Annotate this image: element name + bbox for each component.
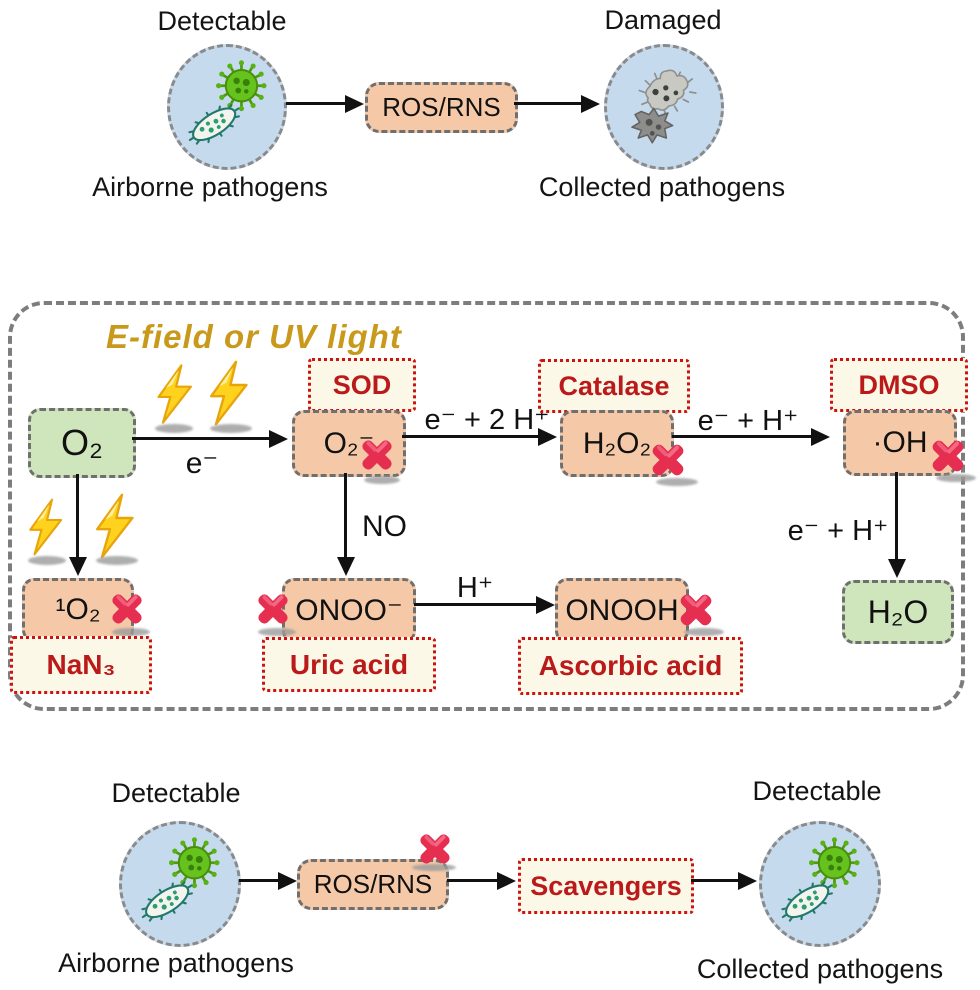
h-label: H⁺ bbox=[456, 572, 494, 604]
catalase-box: Catalase bbox=[538, 359, 690, 413]
airborne-pathogens-circle-bottom bbox=[119, 821, 241, 947]
arrow-onoo-onooh bbox=[414, 603, 536, 606]
arrow-o2-superoxide bbox=[132, 437, 269, 440]
peroxynitrous-acid-node: ONOOH bbox=[555, 578, 689, 643]
collected-pathogens-circle-top bbox=[604, 44, 724, 170]
bottom-left-title: Detectable bbox=[111, 778, 241, 808]
no-label: NO bbox=[362, 510, 407, 543]
e-h-label-2: e⁻ + H⁺ bbox=[787, 515, 889, 547]
cross-mark-icon bbox=[416, 830, 454, 868]
arrow-bottom-3 bbox=[691, 879, 738, 882]
peroxynitrite-node: ONOO⁻ bbox=[282, 578, 416, 643]
damaged-pathogens-icon bbox=[621, 61, 707, 151]
lightning-icon bbox=[90, 492, 138, 560]
ros-rns-box-bottom: ROS/RNS bbox=[297, 859, 449, 910]
arrow-superoxide-onoo bbox=[344, 473, 347, 557]
water-node: H₂O bbox=[842, 580, 954, 644]
e-2h-label: e⁻ + 2 H⁺ bbox=[424, 404, 550, 436]
airborne-pathogens-circle-top bbox=[167, 44, 287, 170]
x-shadow bbox=[936, 474, 976, 482]
nan3-box: NaN₃ bbox=[10, 636, 152, 694]
dmso-box: DMSO bbox=[830, 358, 968, 412]
cross-mark-icon bbox=[108, 590, 146, 628]
top-left-title: Detectable bbox=[157, 6, 287, 36]
arrow-bottom-2 bbox=[447, 879, 497, 882]
collected-pathogens-circle-bottom bbox=[759, 821, 881, 947]
x-shadow bbox=[684, 628, 724, 636]
bolt-shadow bbox=[155, 424, 193, 433]
pathway-panel bbox=[8, 301, 965, 711]
arrow-superoxide-h2o2 bbox=[402, 435, 538, 438]
cross-mark-icon bbox=[254, 590, 292, 628]
healthy-pathogens-icon bbox=[775, 834, 865, 930]
ascorbic-acid-box: Ascorbic acid bbox=[518, 637, 743, 695]
bolt-shadow bbox=[28, 556, 66, 565]
lightning-icon bbox=[152, 362, 196, 426]
cross-mark-icon bbox=[676, 590, 716, 630]
pathway-title: E-field or UV light bbox=[106, 318, 402, 355]
arrow-top-2 bbox=[514, 102, 581, 105]
cross-mark-icon bbox=[648, 440, 688, 480]
x-shadow bbox=[656, 478, 698, 486]
uric-acid-box: Uric acid bbox=[262, 637, 436, 692]
arrow-h2o2-oh bbox=[672, 435, 811, 438]
top-right-title: Damaged bbox=[604, 5, 722, 35]
lightning-icon bbox=[24, 496, 66, 558]
x-shadow bbox=[112, 628, 150, 636]
healthy-pathogens-icon bbox=[135, 834, 225, 930]
healthy-pathogens-icon bbox=[182, 57, 272, 153]
cross-mark-icon bbox=[358, 436, 396, 474]
bolt-shadow bbox=[210, 424, 252, 433]
o2-node: O₂ bbox=[28, 408, 136, 478]
x-shadow bbox=[258, 628, 296, 636]
top-right-caption: Collected pathogens bbox=[538, 172, 786, 202]
x-shadow bbox=[412, 864, 456, 871]
arrow-oh-h2o bbox=[895, 472, 898, 559]
arrow-o2-singlet bbox=[76, 474, 79, 557]
scavengers-box: Scavengers bbox=[518, 858, 694, 914]
top-left-caption: Airborne pathogens bbox=[92, 172, 328, 202]
bottom-right-caption: Collected pathogens bbox=[696, 954, 944, 984]
sod-box: SOD bbox=[308, 358, 416, 412]
lightning-icon bbox=[204, 358, 252, 428]
bottom-right-title: Detectable bbox=[752, 776, 882, 806]
arrow-bottom-1 bbox=[239, 879, 278, 882]
cross-mark-icon bbox=[928, 436, 968, 476]
arrow-top-1 bbox=[286, 102, 345, 105]
x-shadow bbox=[364, 476, 400, 484]
ros-rns-box-top: ROS/RNS bbox=[365, 82, 518, 133]
electron-label: e⁻ bbox=[185, 447, 219, 480]
e-h-label-1: e⁻ + H⁺ bbox=[697, 405, 799, 437]
bottom-left-caption: Airborne pathogens bbox=[58, 948, 294, 978]
bolt-shadow bbox=[96, 556, 138, 565]
